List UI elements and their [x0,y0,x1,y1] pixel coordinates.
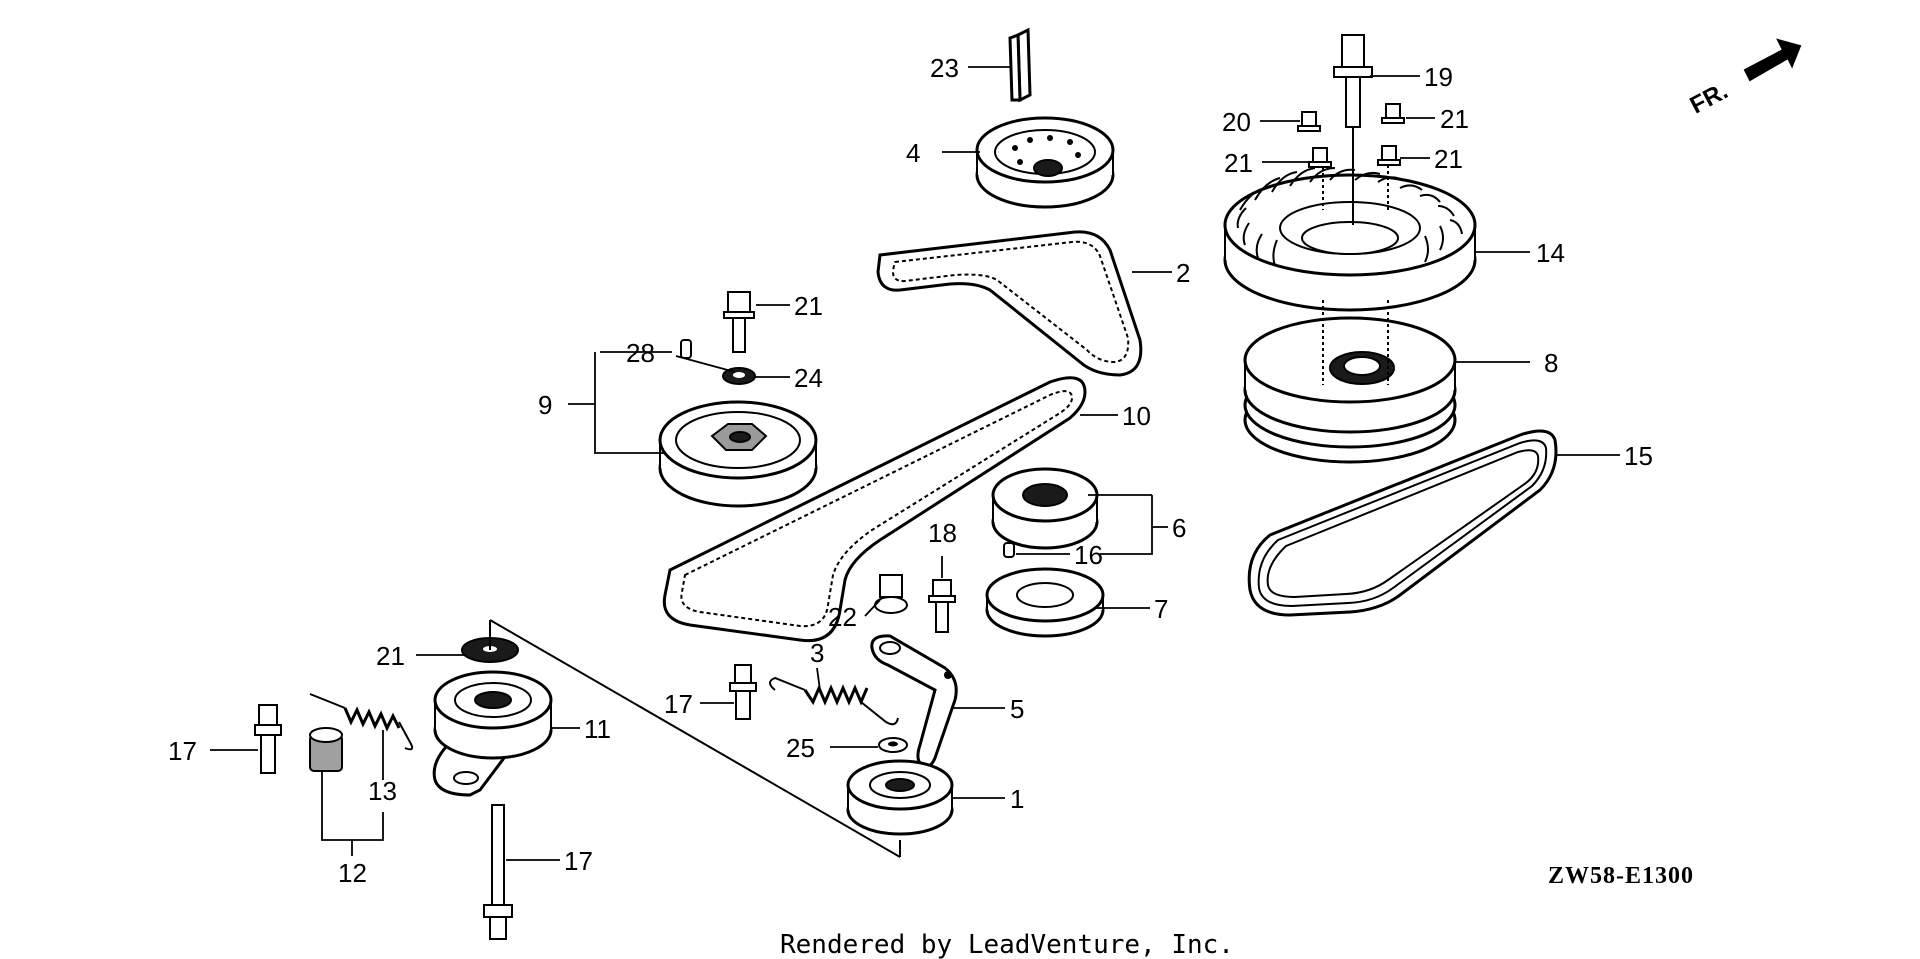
part-2-timing-belt[interactable] [876,230,1143,377]
front-direction-arrow-icon [1743,38,1802,82]
callout-10[interactable]: 10 [1122,401,1151,431]
callout-24[interactable]: 21 [376,641,405,671]
callout-20[interactable]: 19 [1424,62,1453,92]
callout-28[interactable]: 28 [626,338,655,368]
callout-7[interactable]: 7 [1154,594,1168,624]
part-27-key[interactable] [1008,27,1032,103]
callout-9[interactable]: 9 [538,390,552,420]
callout-6[interactable]: 6 [1172,513,1186,543]
part-6-crank-pulley[interactable] [991,467,1099,550]
part-18-stud-bolt[interactable] [483,804,513,940]
callout-16[interactable]: 16 [1074,540,1103,570]
callout-5[interactable]: 5 [1010,694,1024,724]
callout-3[interactable]: 3 [810,638,824,668]
callout-14[interactable]: 14 [1536,238,1565,268]
callout-13[interactable]: 13 [368,776,397,806]
callout-21-d[interactable]: 21 [1434,144,1463,174]
part-21-bolt[interactable] [1297,103,1405,168]
part-4-pulley[interactable] [975,116,1115,209]
callout-22[interactable]: 21 [794,291,823,321]
part-15-v-belt[interactable] [1247,429,1558,617]
part-17-stud-left[interactable] [254,704,282,774]
callout-17-middle[interactable]: 17 [664,689,693,719]
part-22-bolt[interactable] [723,291,755,353]
callout-4[interactable]: 4 [906,138,920,168]
part-11-tensioner[interactable] [432,670,553,797]
callout-25[interactable]: 24 [794,363,823,393]
part-16-pin[interactable] [1003,542,1015,558]
leader-lines [210,66,1620,861]
credit-text: Rendered by LeadVenture, Inc. [780,930,1234,959]
part-25-washer[interactable] [722,367,756,385]
part-7-gear[interactable] [985,567,1105,638]
callout-2[interactable]: 2 [1176,258,1190,288]
part-1-idler-pulley[interactable] [846,759,954,836]
part-26-washer[interactable] [878,737,908,753]
callout-18[interactable]: 17 [564,846,593,876]
part-17-stud[interactable] [729,664,757,720]
callout-8[interactable]: 8 [1544,348,1558,378]
callout-17-left[interactable]: 17 [168,736,197,766]
callout-21-a[interactable]: 20 [1222,107,1251,137]
part-19-bolt[interactable] [928,579,956,633]
part-14-cooling-fan[interactable] [1223,127,1477,312]
callout-11[interactable]: 11 [584,714,611,744]
diagram-code: ZW58-E1300 [1548,863,1694,889]
part-23-plug[interactable] [874,574,908,614]
part-3-spring[interactable] [769,676,899,726]
part-10-timing-belt[interactable] [662,376,1087,643]
callout-27[interactable]: 23 [930,53,959,83]
part-8-drive-pulley[interactable] [1243,300,1457,464]
callout-23[interactable]: 22 [828,602,857,632]
part-28-pin[interactable] [680,339,692,359]
part-13-spring[interactable] [309,693,414,751]
callout-26[interactable]: 25 [786,733,815,763]
part-9-cam-pulley[interactable] [658,400,818,508]
callout-21-b[interactable]: 21 [1440,104,1469,134]
callout-1[interactable]: 1 [1010,784,1024,814]
callout-21-c[interactable]: 21 [1224,148,1253,178]
group-outline [489,619,901,858]
callout-15[interactable]: 15 [1624,441,1653,471]
part-12-sleeve[interactable] [309,727,343,772]
callout-19[interactable]: 18 [928,518,957,548]
direction-label: FR. [1686,77,1733,119]
callout-12[interactable]: 12 [338,858,367,888]
part-20-bolt[interactable] [1333,34,1373,128]
